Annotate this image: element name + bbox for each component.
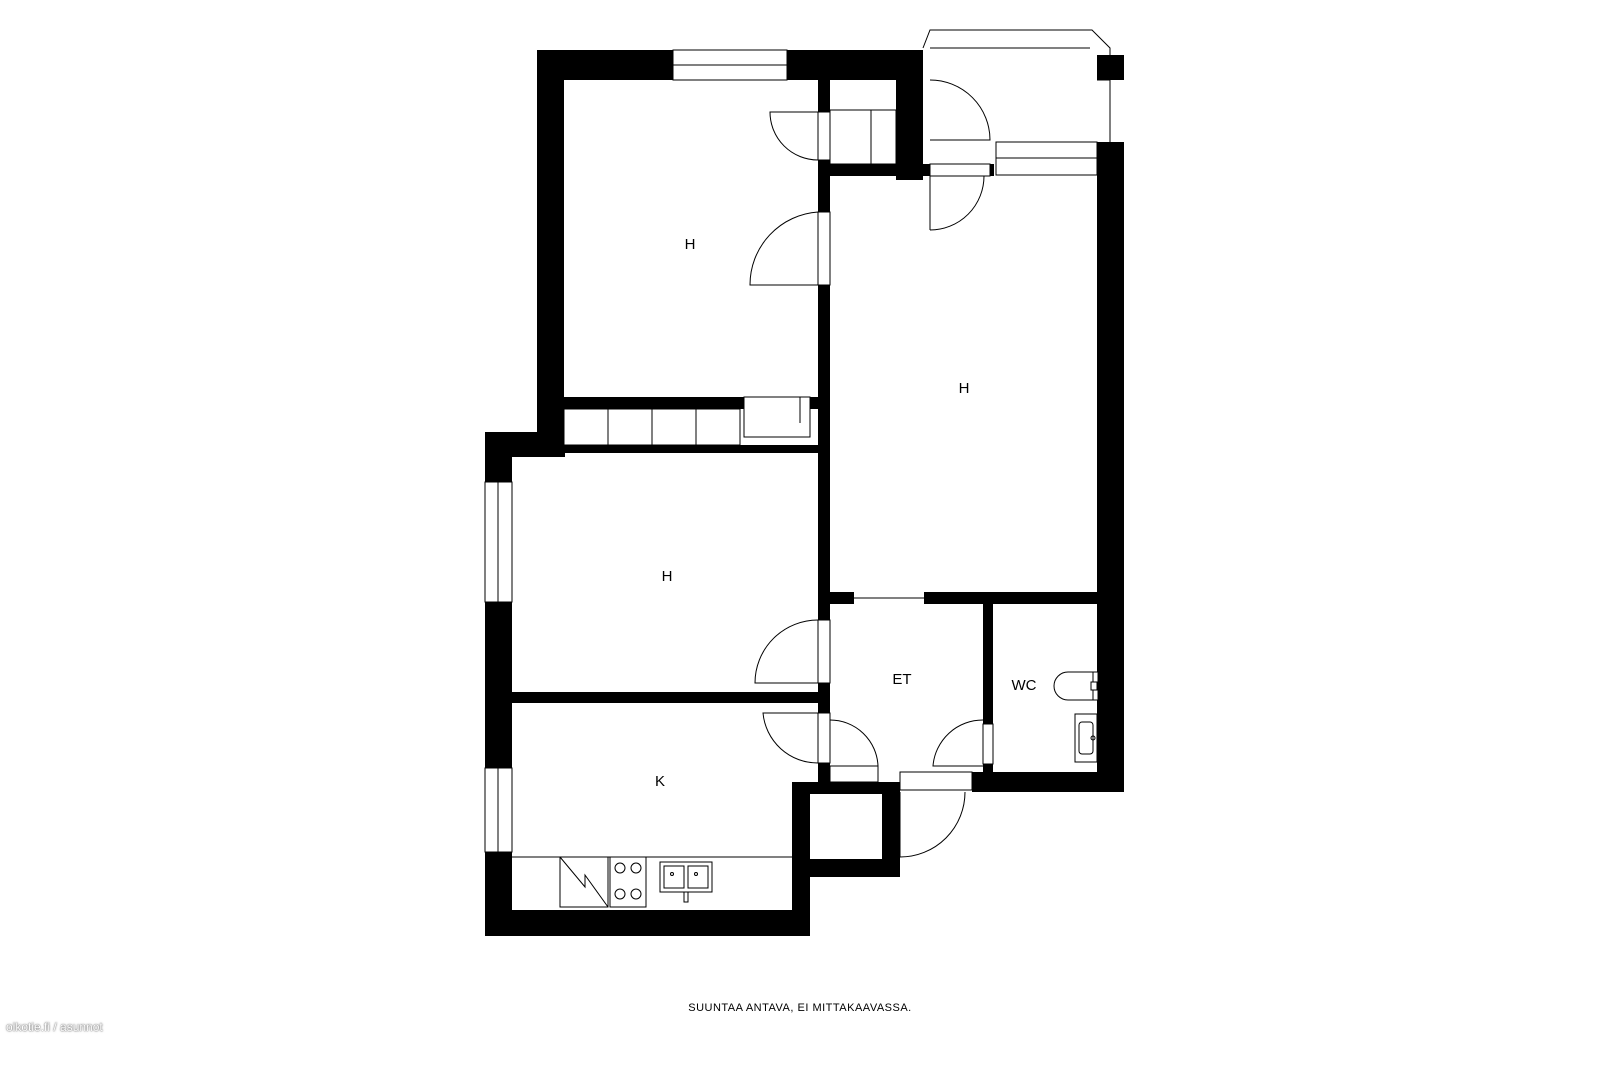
balcony xyxy=(922,29,1124,142)
watermark: oikotie.fi / asunnot xyxy=(6,1020,103,1034)
exterior-walls xyxy=(485,50,1124,936)
disclaimer-text: SUUNTAA ANTAVA, EI MITTAKAAVASSA. xyxy=(688,1002,912,1014)
kitchen-counter xyxy=(512,856,792,908)
doors xyxy=(563,79,994,858)
room-label-bedroom-2: H xyxy=(662,568,673,585)
room-label-hallway: ET xyxy=(892,671,911,688)
windows xyxy=(484,49,1098,853)
room-label-bedroom-1: H xyxy=(685,236,696,253)
room-label-kitchen: K xyxy=(655,773,665,790)
fixtures xyxy=(512,671,1099,908)
room-label-toilet: WC xyxy=(1012,677,1037,694)
washbasin-fixture xyxy=(1074,713,1098,763)
room-label-living-room: H xyxy=(959,380,970,397)
toilet-fixture xyxy=(1053,671,1099,701)
